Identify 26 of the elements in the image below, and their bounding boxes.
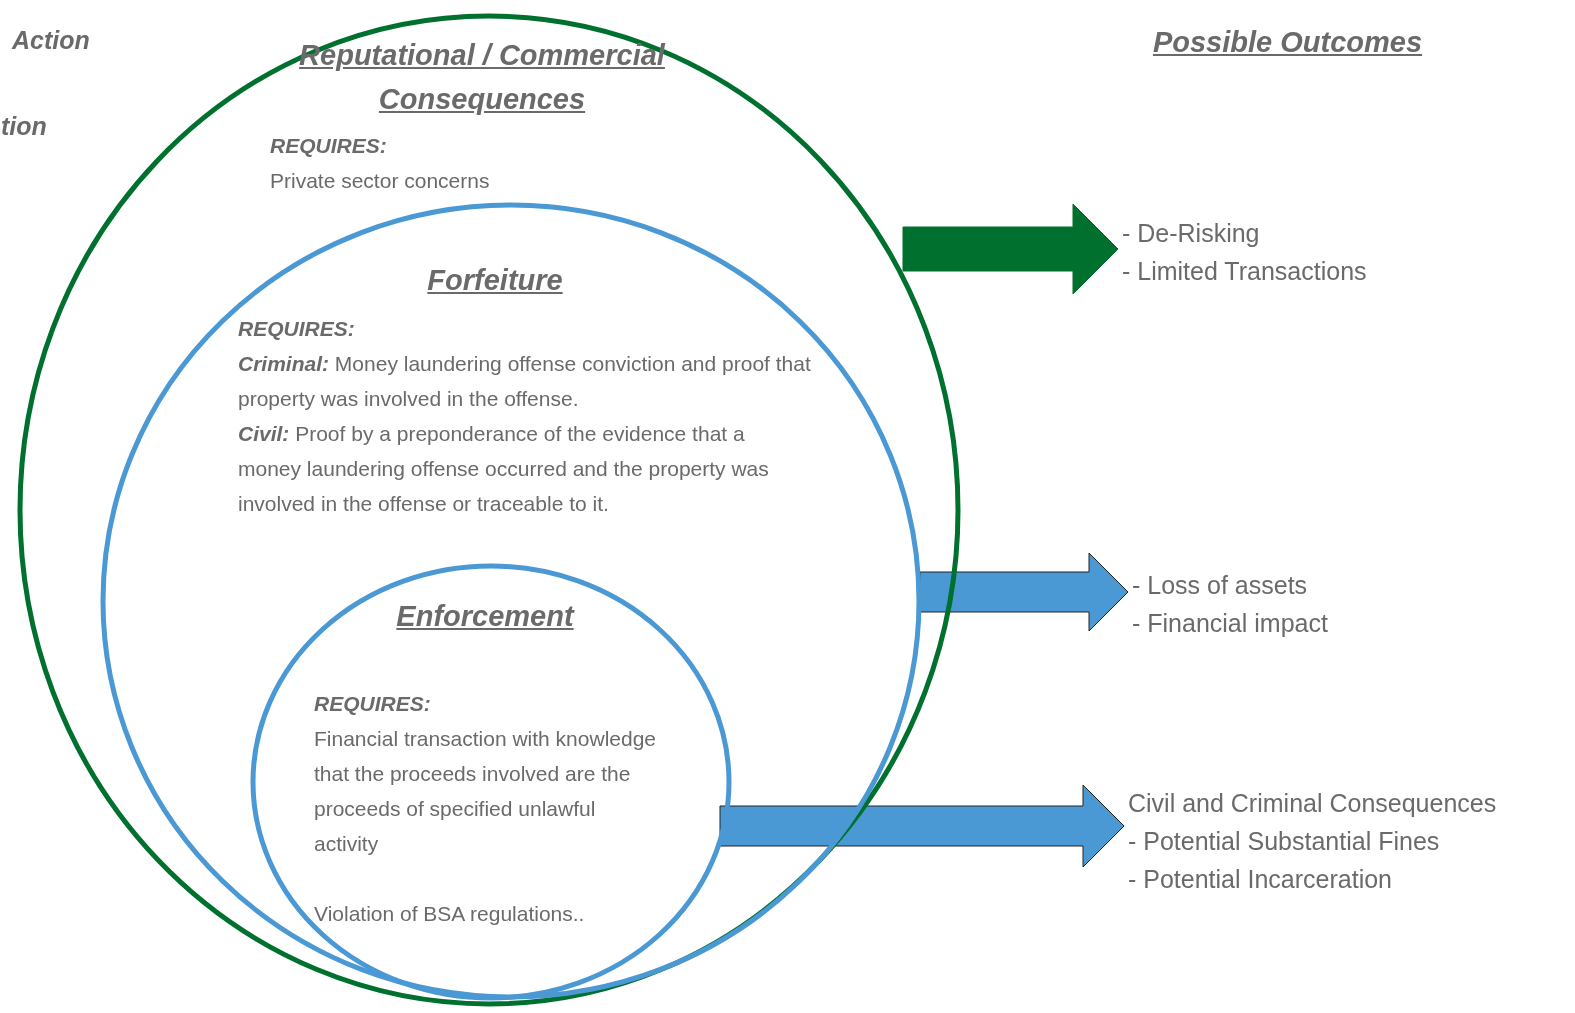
outcome-item: - Potential Substantial Fines (1128, 826, 1440, 857)
block-arrow (902, 203, 1119, 295)
outcomes-heading: Possible Outcomes (1151, 26, 1424, 59)
requirement-heading: REQUIRES: (238, 316, 356, 342)
outcome-item: Civil and Criminal Consequences (1128, 788, 1497, 819)
circle-heading: Forfeiture (426, 263, 564, 298)
requirement-text: Violation of BSA regulations.. (314, 901, 586, 927)
outcome-item: - Financial impact (1132, 608, 1328, 639)
requirement-heading: REQUIRES: (314, 691, 432, 717)
requirement-text: Financial transaction with knowledge that the proceeds involved are the proceeds of specified unlawful activity (314, 726, 658, 857)
circle-heading: Reputational / Commercial Consequences (298, 38, 667, 117)
block-arrow (919, 552, 1129, 632)
requirement-text: Civil: Proof by a preponderance of the evidence that a money laundering offense occurred and the property was involved in the offense or traceable to it. (238, 421, 770, 517)
requirement-text: Criminal: Money laundering offense conviction and proof that property was involved in the offense. (238, 351, 812, 412)
requirement-heading: REQUIRES: (270, 133, 388, 159)
cut-off-label: Action (12, 26, 90, 55)
circle-region (250, 563, 732, 1001)
circle-region (100, 202, 922, 1000)
outcome-item: - Loss of assets (1132, 570, 1308, 601)
circle-heading: Enforcement (395, 599, 576, 634)
requirement-text: Private sector concerns (270, 168, 491, 194)
outcome-item: - Limited Transactions (1122, 256, 1367, 287)
cut-off-label: tion (1, 112, 47, 141)
block-arrow (719, 784, 1125, 868)
outcome-item: - De-Risking (1122, 218, 1260, 249)
outcome-item: - Potential Incarceration (1128, 864, 1393, 895)
